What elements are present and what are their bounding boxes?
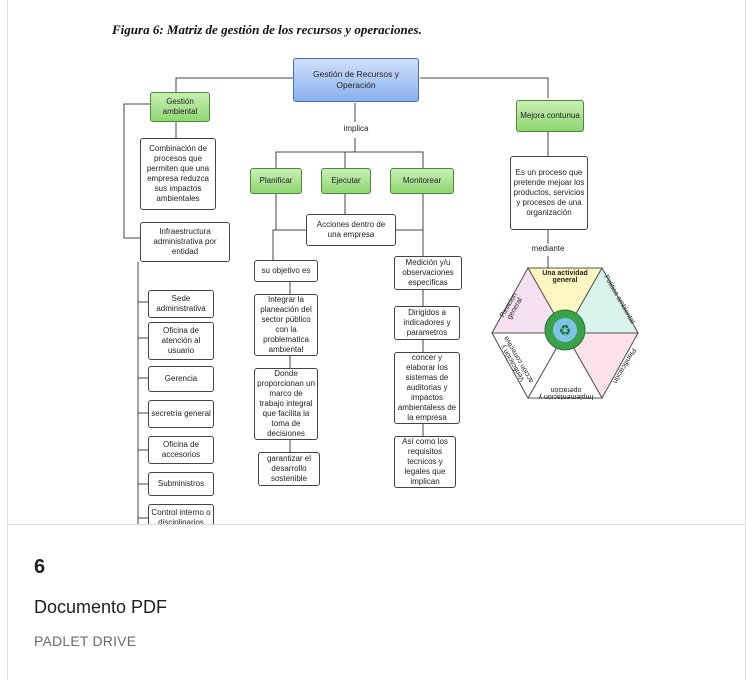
root-node: Gestión de Recursos y Operación xyxy=(293,58,419,102)
infraestructura-node: Infraestructura administrativa por entid… xyxy=(140,222,230,262)
unit-oficina-atencion: Oficina de atención al usuario xyxy=(148,322,214,360)
page-number: 6 xyxy=(34,556,46,578)
mediante-label: mediante xyxy=(531,244,565,253)
monitor-step-requisitos: Así como los requisitos tecnicos y legal… xyxy=(394,436,456,488)
unit-oficina-accesorios: Oficina de accesorios xyxy=(148,436,214,464)
acciones-node: Acciones dentro de una empresa xyxy=(306,214,396,246)
step-planificar: Planificar xyxy=(250,168,302,194)
unit-gerencia: Gerencia xyxy=(148,366,214,392)
hex-top-label: Una actividad general xyxy=(542,270,588,284)
mejora-desc: Es un proceso que pretende mejoar los pr… xyxy=(510,156,588,230)
plan-step-sostenible: garantizar el desarrollo sostenible xyxy=(258,452,320,486)
card-divider xyxy=(8,524,745,525)
document-type-label[interactable]: Documento PDF xyxy=(34,597,168,617)
diagram-connectors xyxy=(123,77,549,524)
plan-step-integrar: Integrar la planeación del sector públic… xyxy=(254,294,318,356)
figure-title: Figura 6: Matriz de gestión de los recur… xyxy=(112,22,422,37)
unit-subministros: Subministros xyxy=(148,472,214,496)
mejora-continua-node: Mejora contunua xyxy=(516,100,584,132)
unit-control-interno: Control interno o disciplinarios xyxy=(148,504,214,524)
plan-step-marco: Donde proporcionan un marco de trabajo i… xyxy=(254,368,318,440)
unit-secretria: secretria general xyxy=(148,400,214,428)
padlet-card[interactable]: Figura 6: Matriz de gestión de los recur… xyxy=(7,0,746,680)
implica-label: implica xyxy=(343,124,369,133)
step-ejecutar: Ejecutar xyxy=(321,168,371,194)
gestion-ambiental-desc: Combinación de procesos que permiten que… xyxy=(140,138,216,210)
objetivo-node: su objetivo es xyxy=(254,260,318,282)
pdf-preview[interactable]: Figura 6: Matriz de gestión de los recur… xyxy=(8,0,745,524)
step-monitorear: Monitorear xyxy=(390,168,454,194)
hexagon-diagram: ♻ xyxy=(491,266,639,400)
unit-sede: Sede administrativa xyxy=(148,290,214,318)
svg-text:♻: ♻ xyxy=(559,323,572,339)
monitor-step-indicadores: Dirigidos a indicadores y parametros xyxy=(394,306,460,340)
hex-implementacion: Implementación y operación xyxy=(538,386,594,400)
card-meta: 6 xyxy=(34,556,45,579)
source-label: PADLET DRIVE xyxy=(34,633,137,649)
monitor-step-medicion: Medición y/u observaciones especificas xyxy=(394,256,462,290)
monitor-step-auditorias: concer y elaborar los sistemas de audito… xyxy=(394,352,460,424)
gestion-ambiental-node: Gestión ambiental xyxy=(150,92,210,122)
